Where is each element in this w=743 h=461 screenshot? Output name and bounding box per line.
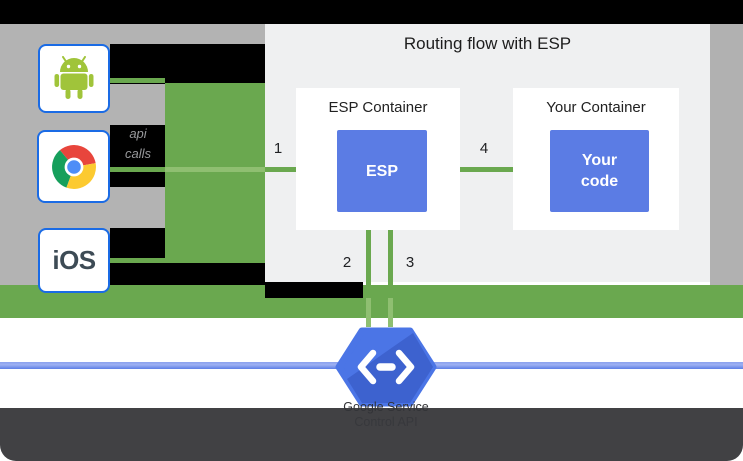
arrow-2-line — [366, 211, 371, 298]
arrow-1-line-over-bar — [165, 167, 265, 172]
service-name-line1: Google Service — [343, 400, 429, 414]
android-robot-icon — [54, 55, 94, 99]
bottom-dark-footer — [0, 408, 743, 461]
arrow-3-line-over-bar — [388, 298, 393, 327]
esp-container-label: ESP Container — [328, 99, 428, 116]
black-patch — [110, 44, 265, 84]
arrow-2-line-over-bar — [366, 298, 371, 327]
top-black-strip — [0, 0, 743, 24]
your-code-line2: code — [580, 173, 619, 190]
android-connector-line — [110, 78, 165, 83]
esp-box-label: ESP — [365, 162, 398, 180]
step-4-label: 4 — [479, 140, 489, 157]
black-patch — [165, 263, 265, 285]
your-code-line1: Your — [581, 152, 618, 169]
step-3-label: 3 — [405, 254, 415, 271]
black-patch — [110, 125, 165, 187]
esp-box: ESP — [337, 130, 427, 212]
ios-label: iOS — [52, 245, 96, 275]
api-calls-label: api calls — [124, 126, 151, 161]
your-code-box: Your code — [550, 130, 649, 212]
your-container-label: Your Container — [546, 99, 646, 116]
chrome-client-box — [37, 130, 110, 203]
android-client-box — [38, 44, 110, 113]
right-gray-background — [710, 24, 743, 285]
service-name-line2: Control API — [354, 415, 418, 429]
cloud-endpoints-hexagon-icon — [335, 327, 437, 407]
black-patch — [110, 228, 165, 285]
green-vertical-bus-bar — [165, 83, 265, 263]
arrow-4-line — [427, 167, 529, 172]
step-2-label: 2 — [342, 254, 352, 271]
ios-client-box: iOS — [38, 228, 110, 293]
ios-connector-line — [110, 258, 165, 263]
panel-title: Routing flow with ESP — [403, 34, 572, 53]
step-1-label: 1 — [273, 140, 283, 157]
arrow-3-line — [388, 227, 393, 298]
chrome-browser-icon — [51, 144, 96, 189]
black-patch — [265, 282, 363, 298]
green-horizontal-bus-bar — [0, 285, 743, 318]
